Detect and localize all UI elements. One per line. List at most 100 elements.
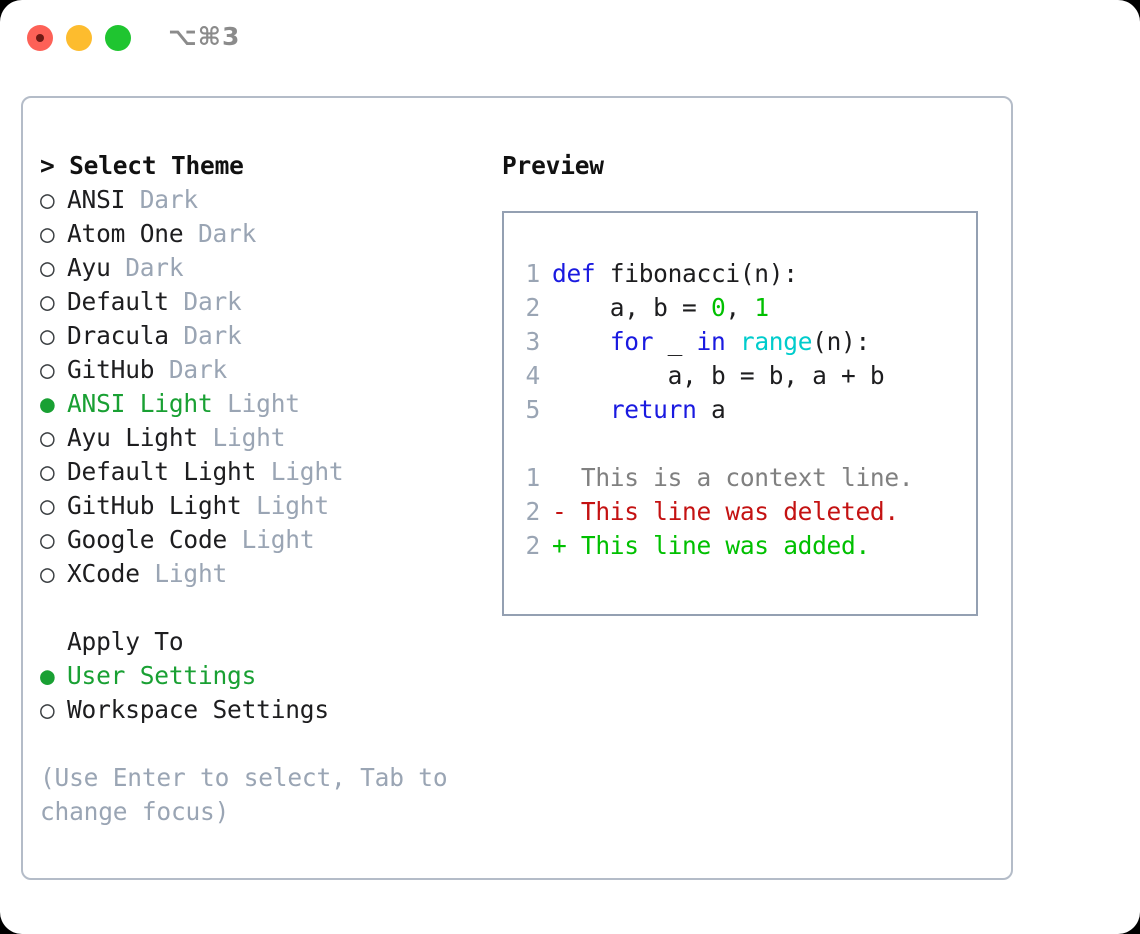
apply-to-list: ● User Settings ○ Workspace Settings [40,659,490,727]
line-number: 1 [525,463,541,492]
theme-option[interactable]: ○ANSI Dark [40,183,490,217]
code-line-content: return a [552,393,726,427]
theme-option-tag: Dark [110,253,184,282]
theme-option[interactable]: ○Default Dark [40,285,490,319]
diff-line-content: This line was added. [580,531,870,560]
theme-option-tag: Dark [125,185,198,214]
code-token-num: 1 [754,293,769,322]
theme-option[interactable]: ○Default Light Light [40,455,490,489]
code-line: 4 a, b = b, a + b [504,359,976,393]
code-token-plain: _ [653,327,697,356]
minimize-button[interactable] [66,25,92,51]
code-token-plain: (n): [812,327,870,356]
code-token-fn: range [739,327,813,356]
apply-to-option-label: User Settings [67,661,257,690]
diff-line: 2- This line was deleted. [504,495,976,529]
line-number: 2 [525,497,541,526]
radio-unselected-icon: ○ [40,321,55,350]
theme-option-tag: Light [241,491,329,520]
code-token-kw: for [609,327,654,356]
theme-option-tag: Light [139,559,228,588]
radio-unselected-icon: ○ [40,287,55,316]
theme-option[interactable]: ● ANSI Light Light [40,387,490,421]
close-button[interactable] [27,25,53,51]
code-line-content: a, b = b, a + b [552,359,885,393]
diff-line: 2 + This line was added. [504,529,976,563]
radio-unselected-icon: ○ [40,185,55,214]
line-number: 3 [525,327,541,356]
code-line-content: for _ in range(n): [552,325,870,359]
theme-option-tag: Dark [183,219,257,248]
code-diff-separator [504,427,976,461]
theme-option[interactable]: ○GitHub Dark [40,353,490,387]
code-line-content: a, b = 0, 1 [552,291,769,325]
theme-option-tag: Dark [154,355,228,384]
radio-unselected-icon: ○ [40,695,55,724]
radio-unselected-icon: ○ [40,253,55,282]
diff-line-content: This line was deleted. [580,497,899,526]
theme-option[interactable]: ○ Ayu Dark [40,251,490,285]
code-token-plain: a, b = b, a + b [552,361,885,390]
apply-to-option-label: Workspace Settings [67,695,329,724]
title-bar: ⌥⌘3 [0,0,1140,78]
preview-heading: Preview [502,151,604,180]
theme-option-label: GitHub Light [67,491,242,520]
theme-option-label: GitHub [67,355,155,384]
theme-option-label: Ayu [67,253,111,282]
theme-option[interactable]: ○ Atom One Dark [40,217,490,251]
theme-list: ○ANSI Dark○Atom One Dark○Ayu Dark○Defaul… [40,183,490,591]
code-token-plain: , [725,293,755,322]
code-token-plain [552,395,610,424]
line-number: 4 [525,361,541,390]
code-line-content: def fibonacci(n): [552,257,798,291]
code-token-plain: a, b = [552,293,711,322]
theme-selector-column: > Select Theme ○ANSI Dark○Atom One Dark○… [40,149,490,829]
radio-unselected-icon: ○ [40,219,55,248]
line-number: 5 [525,395,541,424]
theme-option-label: Google Code [67,525,228,554]
apply-to-option[interactable]: ○ Workspace Settings [40,693,490,727]
code-token-kw: in [696,327,726,356]
line-number: 2 [525,531,541,560]
code-token-plain: a [696,395,726,424]
diff-marker: - [552,497,581,526]
theme-option-tag: Light [197,423,286,452]
main-panel: > Select Theme ○ANSI Dark○Atom One Dark○… [21,96,1013,880]
radio-unselected-icon: ○ [40,423,55,452]
code-line: 3 for _ in range(n): [504,325,976,359]
diff-sample: 1 This is a context line. 2- This line wa… [504,461,976,563]
radio-unselected-icon: ○ [40,559,55,588]
theme-option[interactable]: ○GitHub Light Light [40,489,490,523]
maximize-button[interactable] [105,25,131,51]
code-token-plain: fibonacci(n): [595,259,798,288]
diff-marker: + [552,531,581,560]
window-controls [27,25,131,51]
theme-option[interactable]: ○Google Code Light [40,523,490,557]
theme-option-label: ANSI Light [67,389,213,418]
theme-option[interactable]: ○ Ayu Light Light [40,421,490,455]
radio-unselected-icon: ○ [40,457,55,486]
theme-option-label: Ayu Light [67,423,198,452]
theme-option-tag: Light [212,389,300,418]
theme-option-tag: Dark [168,321,242,350]
apply-to-option[interactable]: ● User Settings [40,659,490,693]
theme-option-label: Atom One [67,219,184,248]
radio-unselected-icon: ○ [40,525,55,554]
keyboard-hint: (Use Enter to select, Tab to change focu… [40,763,448,826]
list-spacer [40,591,490,625]
radio-selected-icon: ● [40,389,55,418]
diff-line-content: This is a context line. [580,463,914,492]
theme-option-label: XCode [67,559,140,588]
theme-option[interactable]: ○ Dracula Dark [40,319,490,353]
code-token-kw: return [609,395,697,424]
theme-option-label: Dracula [67,321,169,350]
theme-option[interactable]: ○ XCode Light [40,557,490,591]
theme-option-tag: Light [256,457,344,486]
radio-selected-icon: ● [40,661,55,690]
apply-to-heading: Apply To [67,627,184,656]
